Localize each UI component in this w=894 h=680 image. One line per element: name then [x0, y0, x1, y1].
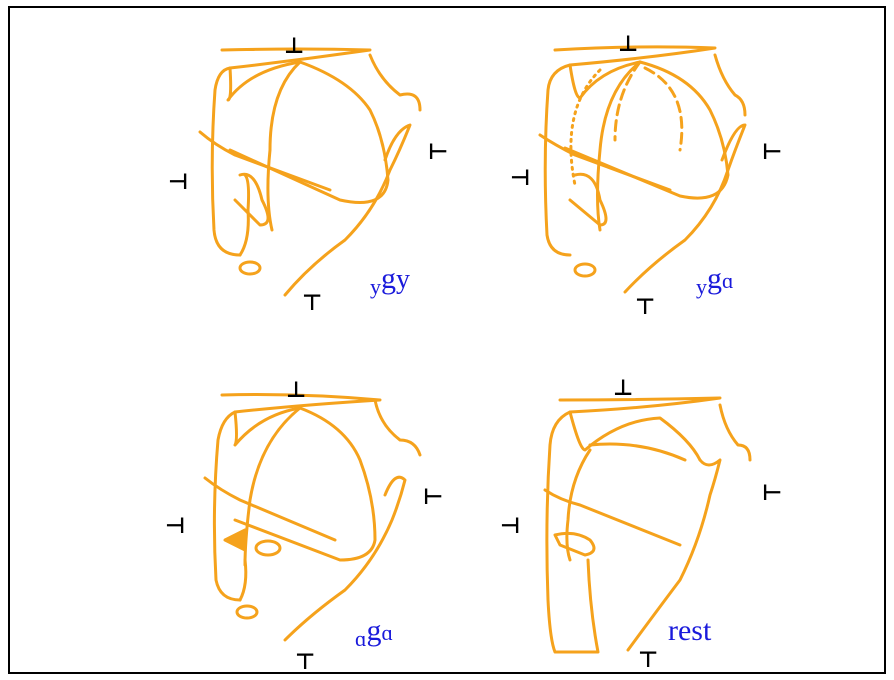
- tick-mark: ⊢: [428, 140, 449, 165]
- tick-mark: ⊤: [295, 650, 316, 675]
- label-main: g: [381, 262, 396, 295]
- figure-frame: [8, 6, 886, 674]
- tick-mark: ⊣: [168, 170, 189, 195]
- panel-label-yg-y: ygy: [370, 262, 410, 300]
- panel-ag-a-outline: [203, 393, 422, 642]
- label-post: y: [396, 264, 410, 295]
- tick-mark: ⊤: [302, 291, 323, 316]
- tick-mark: ⊥: [613, 376, 634, 401]
- panel-label-ag-a: ɑgɑ: [355, 614, 393, 652]
- label-post: ɑ: [381, 620, 394, 645]
- label-post: ɑ: [722, 268, 734, 293]
- tick-mark: ⊢: [762, 140, 783, 165]
- panel-label-rest: rest: [668, 614, 712, 647]
- label-pre: ɑ: [355, 626, 367, 651]
- label-main: g: [707, 262, 722, 295]
- tick-mark: ⊤: [638, 648, 659, 673]
- label-pre: y: [696, 274, 707, 299]
- label-main: g: [366, 614, 382, 647]
- tick-mark: ⊣: [165, 514, 186, 539]
- tick-mark: ⊢: [762, 481, 783, 506]
- tick-mark: ⊣: [500, 514, 521, 539]
- panel-label-yg-a: ygɑ: [696, 262, 734, 300]
- label-pre: y: [370, 274, 381, 299]
- tick-mark: ⊤: [635, 295, 656, 320]
- tick-mark: ⊥: [284, 34, 305, 59]
- tick-mark: ⊥: [286, 378, 307, 403]
- tick-mark: ⊥: [618, 32, 639, 57]
- tick-mark: ⊣: [510, 166, 531, 191]
- panel-yg-y-outline: [198, 47, 422, 297]
- panel-yg-a-outline: [538, 45, 747, 294]
- tick-mark: ⊢: [423, 485, 444, 510]
- panel-rest-outline: [543, 396, 752, 654]
